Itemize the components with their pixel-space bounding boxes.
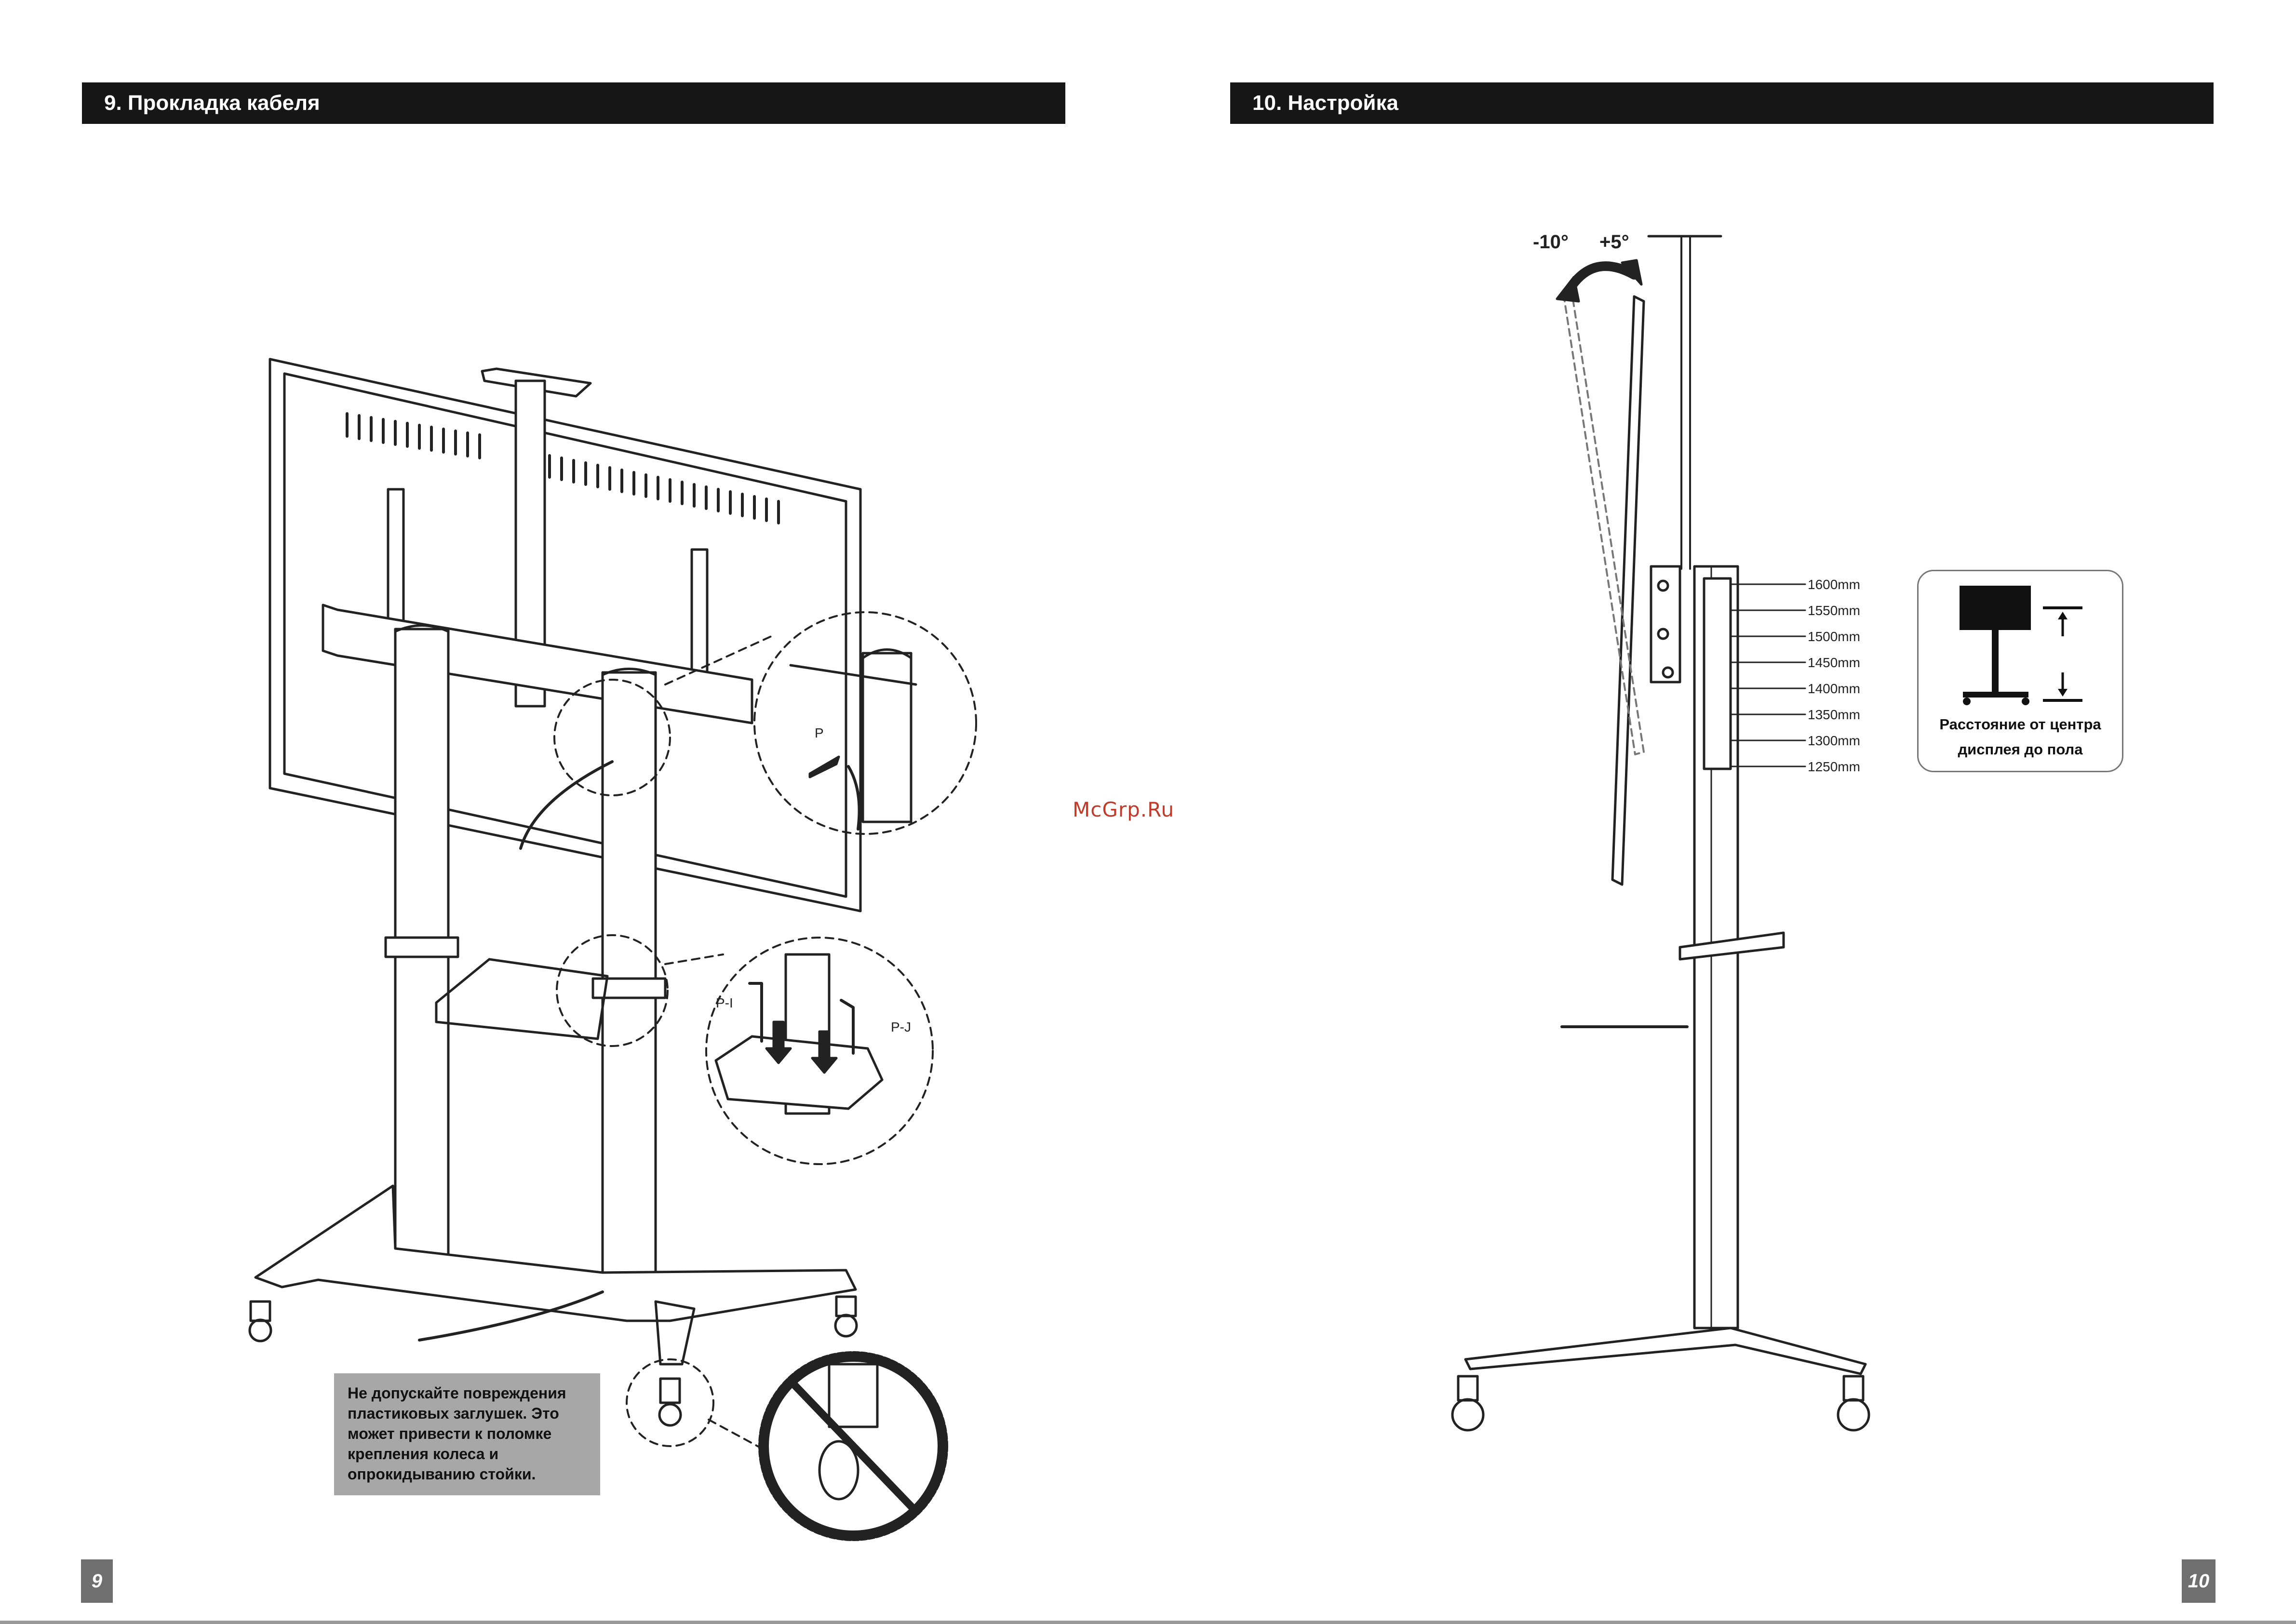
warning-line: может привести к поломке — [348, 1423, 587, 1444]
tv-stand-rear-illustration — [250, 359, 976, 1538]
info-line-2: дисплея до пола — [1919, 741, 2122, 758]
callout-p-i: P-I — [716, 995, 733, 1010]
tilt-label-up: +5° — [1599, 231, 1629, 253]
callout-p: P — [815, 725, 824, 740]
warning-line: пластиковых заглушек. Это — [348, 1403, 587, 1423]
height-label: 1400mm — [1808, 681, 1860, 696]
height-label: 1350mm — [1808, 707, 1860, 722]
warning-line: Не допускайте повреждения — [348, 1383, 587, 1403]
height-label: 1300mm — [1808, 733, 1860, 748]
page-number-left: 9 — [81, 1559, 113, 1603]
tv-stand-side-illustration — [1452, 236, 1869, 1430]
warning-note: Не допускайте повреждения пластиковых за… — [334, 1373, 600, 1495]
height-label: 1600mm — [1808, 577, 1860, 592]
height-label: 1550mm — [1808, 603, 1860, 618]
tilt-label-down: -10° — [1533, 231, 1569, 253]
callout-p-j: P-J — [891, 1020, 911, 1034]
watermark: McGrp.Ru — [1073, 798, 1174, 821]
height-info-box: Расстояние от центра дисплея до пола — [1917, 570, 2123, 772]
bottom-rule — [0, 1621, 2296, 1624]
height-label: 1250mm — [1808, 759, 1860, 774]
warning-line: крепления колеса и — [348, 1444, 587, 1464]
info-line-1: Расстояние от центра — [1919, 716, 2122, 733]
height-label: 1500mm — [1808, 629, 1860, 644]
height-label: 1450mm — [1808, 655, 1860, 670]
warning-line: опрокидыванию стойки. — [348, 1464, 587, 1484]
page-number-right: 10 — [2182, 1559, 2215, 1603]
